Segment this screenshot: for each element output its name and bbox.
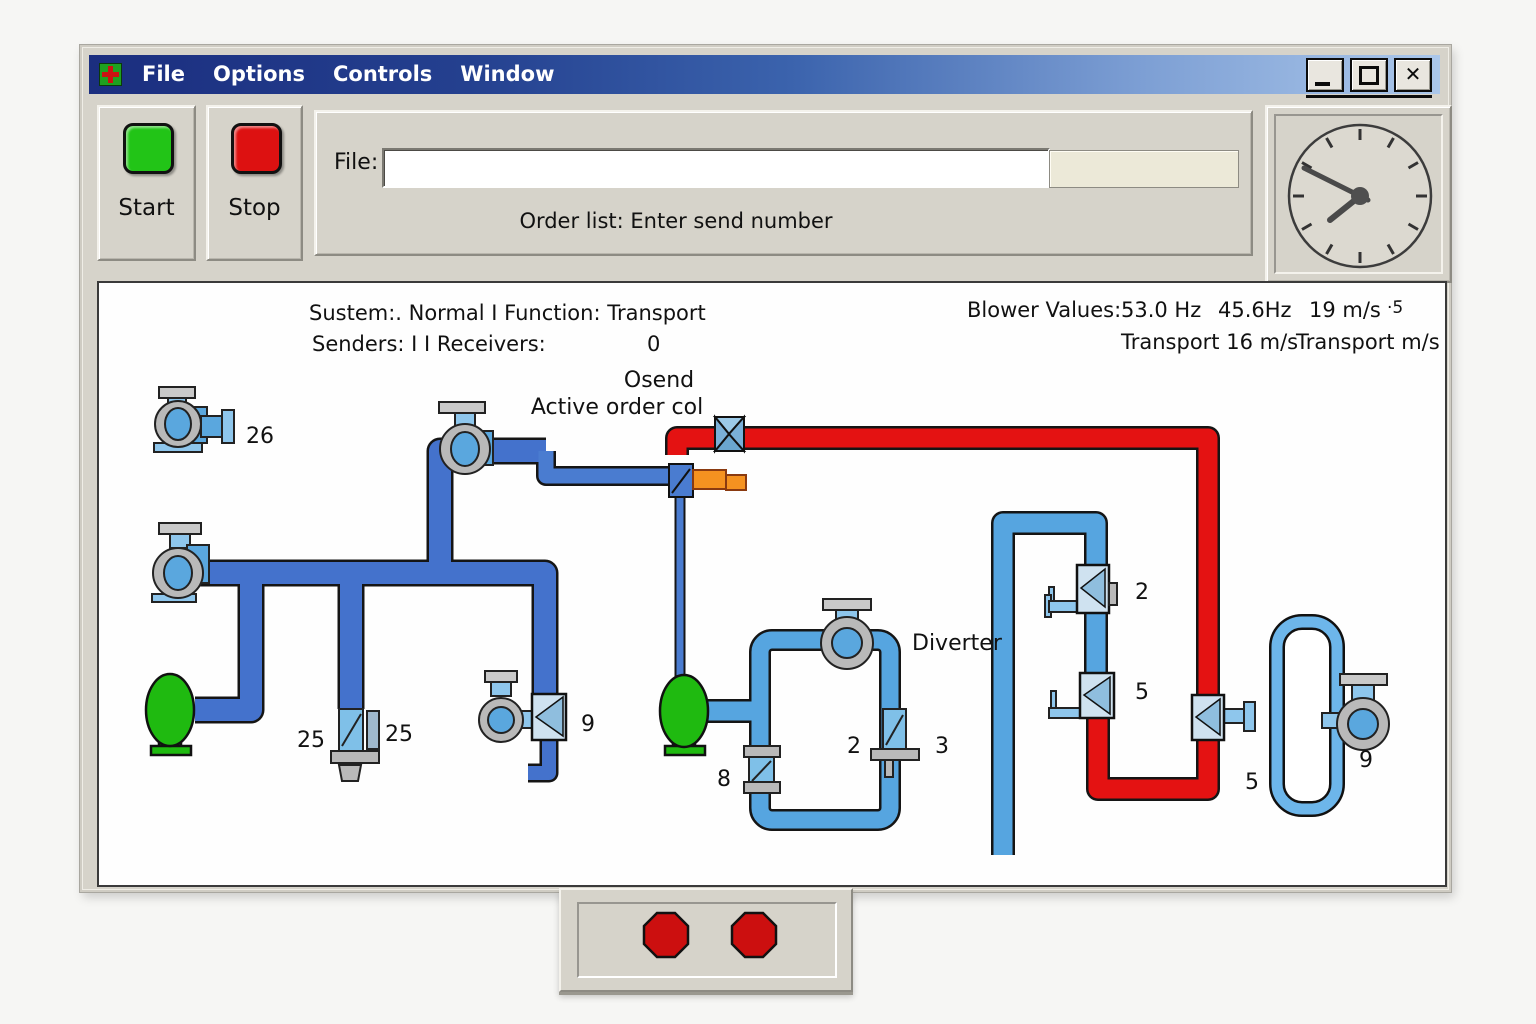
file-field-label: File:: [334, 150, 379, 175]
stop-panel: Stop: [206, 105, 303, 261]
start-panel: Start: [97, 105, 196, 261]
menu-controls[interactable]: Controls: [332, 62, 433, 86]
indicator-panel: [559, 888, 853, 992]
blower-9-right: [1321, 673, 1390, 751]
valve-5-right: [1048, 671, 1116, 720]
system-status: Sustem:. Normal I Function: Transport: [309, 301, 706, 325]
window-controls: ✕: [1306, 58, 1432, 98]
pump-green-middle: [658, 673, 710, 757]
diagram-canvas: Sustem:. Normal I Function: Transport Se…: [97, 281, 1447, 887]
menu-bar: File Options Controls Window ✕: [89, 55, 1440, 98]
indicator-frame: [577, 902, 837, 978]
blower-values-label: Blower Values:: [967, 298, 1121, 322]
red-indicator-1: [642, 911, 690, 959]
valve9-outlet-pipe: [528, 735, 556, 780]
piping-diagram: Sustem:. Normal I Function: Transport Se…: [144, 298, 1440, 855]
blower-freq1: 53.0 Hz: [1121, 298, 1201, 322]
analog-clock: [1287, 123, 1433, 269]
label-active-order: Active order col: [531, 395, 703, 420]
menu-file[interactable]: File: [142, 62, 185, 86]
minimize-button[interactable]: [1306, 58, 1344, 92]
start-label: Start: [118, 195, 175, 221]
diverter-blower: [820, 598, 874, 670]
blower-speed-extra: ·5̄: [1387, 298, 1403, 318]
label-9-right: 9: [1359, 748, 1373, 773]
label-25-right: 25: [385, 722, 413, 747]
label-2-right: 2: [1135, 580, 1149, 605]
label-diverter: Diverter: [912, 631, 1003, 656]
indicator-lights: [642, 911, 778, 959]
label-25-left: 25: [297, 728, 325, 753]
file-panel: File: Order list: Enter send number: [314, 110, 1253, 256]
minimize-icon: [1315, 82, 1330, 86]
blower-speed: 19 m/s: [1309, 298, 1381, 322]
close-icon: ✕: [1404, 62, 1422, 86]
maximize-icon: [1359, 66, 1379, 85]
stop-label: Stop: [228, 195, 281, 221]
blower-26: [153, 386, 235, 453]
blower-main-line: [151, 522, 210, 603]
receivers-value: 0: [647, 332, 660, 356]
app-icon: [99, 63, 122, 86]
label-3-loop: 3: [935, 734, 949, 759]
menu-options[interactable]: Options: [212, 62, 305, 86]
red-pipe-top: [667, 428, 1218, 695]
red-indicator-2: [730, 911, 778, 959]
label-5-red: 5: [1245, 770, 1259, 795]
valve-8: [743, 745, 781, 794]
clock-frame: [1274, 114, 1443, 274]
app-window: File Options Controls Window ✕ Start Sto…: [80, 45, 1452, 992]
transport-line1: Transport 16 m/s: [1120, 330, 1298, 354]
valve-2-3: [870, 708, 920, 778]
valve-25: [330, 708, 380, 782]
valve-2-right: [1044, 563, 1118, 618]
step-pipe: [538, 451, 673, 484]
order-hint-text: Order list: Enter send number: [519, 209, 833, 233]
label-5-right: 5: [1135, 680, 1149, 705]
clock-hub: [1351, 187, 1369, 205]
file-input[interactable]: [382, 148, 1050, 188]
clock-panel: [1265, 105, 1452, 283]
transport-line2: Transport m/s: [1295, 330, 1440, 354]
stop-button[interactable]: [231, 123, 282, 174]
light-blue-riser: [993, 513, 1106, 855]
label-2-loop: 2: [847, 734, 861, 759]
label-9-left: 9: [581, 712, 595, 737]
osend-valve: [668, 463, 747, 498]
blower-freq2: 45.6Hz: [1218, 298, 1292, 322]
start-button[interactable]: [123, 123, 174, 174]
pump-green-left: [144, 672, 196, 757]
senders-status: Senders: I I Receivers:: [312, 332, 546, 356]
file-browse-button[interactable]: [1049, 150, 1239, 188]
label-osend: Osend: [624, 368, 694, 393]
branch-pipe-pump1: [195, 573, 262, 721]
red-pipe-return: [1088, 716, 1218, 799]
valve-5-red: [1190, 693, 1256, 742]
label-8: 8: [717, 767, 731, 792]
menu-window[interactable]: Window: [460, 62, 555, 86]
blower-riser-top: [438, 401, 494, 475]
main-pipe-dark-blue: [175, 562, 556, 694]
close-button[interactable]: ✕: [1394, 58, 1432, 92]
diverter-valve-red: [712, 414, 747, 454]
blower-valve-9-left: [478, 670, 568, 743]
status-texts: Sustem:. Normal I Function: Transport Se…: [309, 298, 1440, 356]
maximize-button[interactable]: [1350, 58, 1388, 92]
label-26: 26: [246, 424, 274, 449]
diagram-labels: Osend Active order col 26 25 25 9 Divert…: [246, 368, 1373, 795]
